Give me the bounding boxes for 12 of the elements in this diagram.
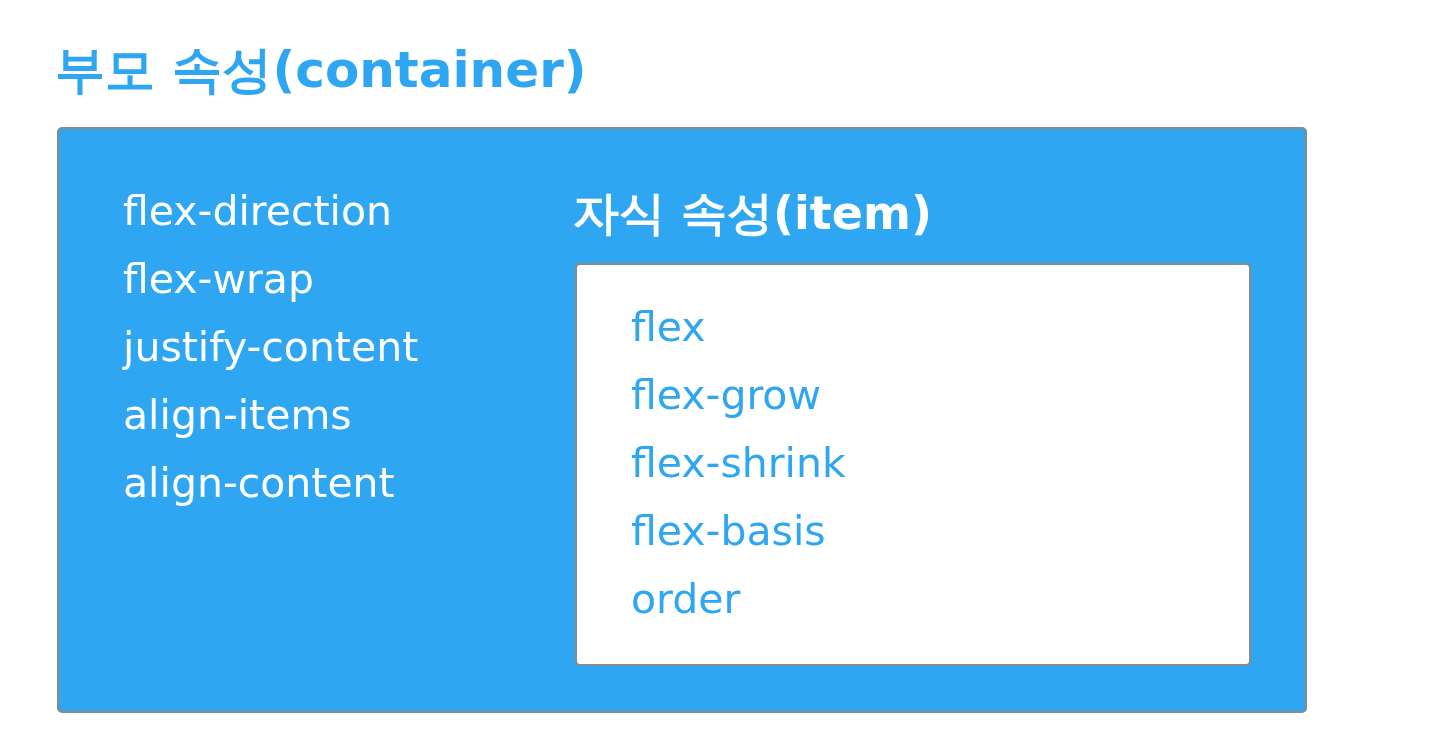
property-name: flex-wrap [123, 255, 314, 303]
property-name: flex [631, 303, 706, 351]
property-name: flex-shrink [631, 439, 846, 487]
section-heading: 자식 속성(item) [573, 185, 932, 242]
property-name: justify-content [123, 323, 419, 371]
property-name: order [631, 575, 741, 623]
property-name: flex-direction [123, 187, 393, 235]
property-name: align-items [123, 391, 352, 439]
property-name: flex-grow [631, 371, 821, 419]
property-name: align-content [123, 459, 395, 507]
property-name: flex-basis [631, 507, 826, 555]
section-heading: 부모 속성(container) [55, 40, 587, 101]
